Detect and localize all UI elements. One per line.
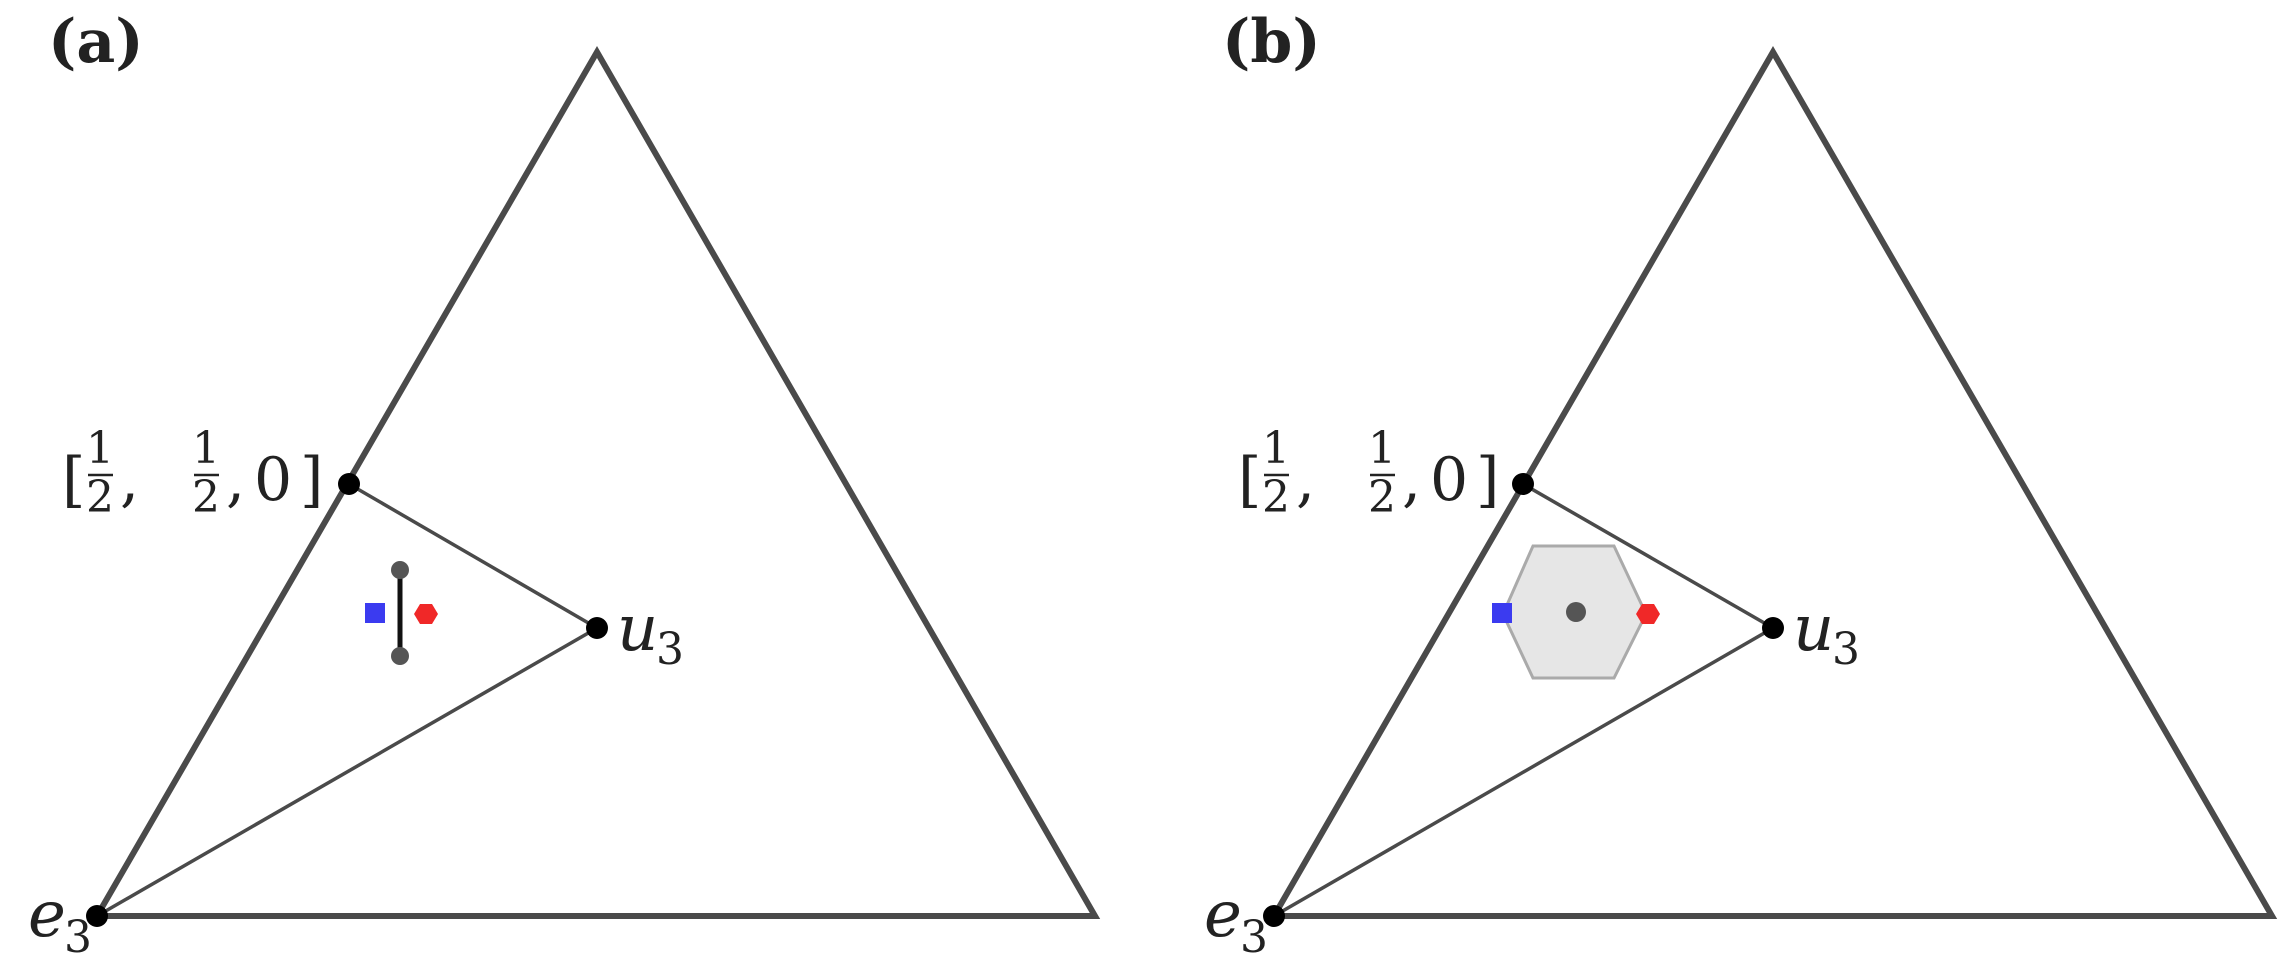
vertex-midpoint <box>1512 473 1534 495</box>
e3-label-base: e <box>28 878 66 952</box>
midpoint-label: [ 1 2 , 1 2 , 0 ] <box>62 423 323 523</box>
outer-triangle <box>1268 46 2278 919</box>
sep1: , <box>1296 445 1315 515</box>
vertex-u3 <box>586 617 608 639</box>
u3-label-sub: 3 <box>1832 624 1860 675</box>
u3-label-base: u <box>1793 592 1834 666</box>
frac1-denominator: 2 <box>1262 472 1290 523</box>
edge-midpoint-to-u3 <box>1522 482 1774 630</box>
red-hexagon-marker <box>1636 604 1660 624</box>
edge-midpoint-to-u3 <box>348 482 598 630</box>
bracket-close: ] <box>300 445 323 515</box>
panel-b-label: (b) <box>1222 7 1321 77</box>
hexagon-center-point <box>1566 602 1586 622</box>
segment-marker <box>391 561 409 665</box>
frac1-denominator: 2 <box>86 472 114 523</box>
segment-endpoint-top <box>391 561 409 579</box>
frac2-numerator: 1 <box>192 423 220 474</box>
frac2-denominator: 2 <box>1368 472 1396 523</box>
last-coordinate: 0 <box>254 445 292 515</box>
panel-a-label: (a) <box>48 7 144 77</box>
frac1-numerator: 1 <box>1262 423 1290 474</box>
u3-label-sub: 3 <box>656 624 684 675</box>
bracket-close: ] <box>1476 445 1499 515</box>
outer-triangle <box>91 46 1101 919</box>
vertex-midpoint <box>338 473 360 495</box>
vertex-e3 <box>86 905 108 927</box>
e3-label-sub: 3 <box>64 912 92 958</box>
sep2: , <box>226 445 245 515</box>
panel-a: (a) [ 1 2 , 1 2 , 0 <box>28 7 1101 958</box>
frac2-denominator: 2 <box>192 472 220 523</box>
red-hexagon-marker <box>414 604 438 624</box>
last-coordinate: 0 <box>1430 445 1468 515</box>
frac2-numerator: 1 <box>1368 423 1396 474</box>
sep2: , <box>1402 445 1421 515</box>
e3-label-base: e <box>1204 878 1242 952</box>
bracket-open: [ <box>1238 445 1261 515</box>
panel-b: (b) [ 1 2 , 1 2 , 0 ] u 3 e 3 <box>1204 7 2278 958</box>
u3-label-base: u <box>617 592 658 666</box>
midpoint-label: [ 1 2 , 1 2 , 0 ] <box>1238 423 1499 523</box>
blue-square-marker <box>365 603 385 623</box>
edge-e3-to-u3 <box>1273 626 1774 918</box>
edge-e3-to-u3 <box>96 626 598 918</box>
bracket-open: [ <box>62 445 85 515</box>
sep1: , <box>120 445 139 515</box>
vertex-e3 <box>1263 905 1285 927</box>
frac1-numerator: 1 <box>86 423 114 474</box>
vertex-u3 <box>1762 617 1784 639</box>
e3-label-sub: 3 <box>1240 912 1268 958</box>
segment-endpoint-bottom <box>391 647 409 665</box>
blue-square-marker <box>1492 603 1512 623</box>
